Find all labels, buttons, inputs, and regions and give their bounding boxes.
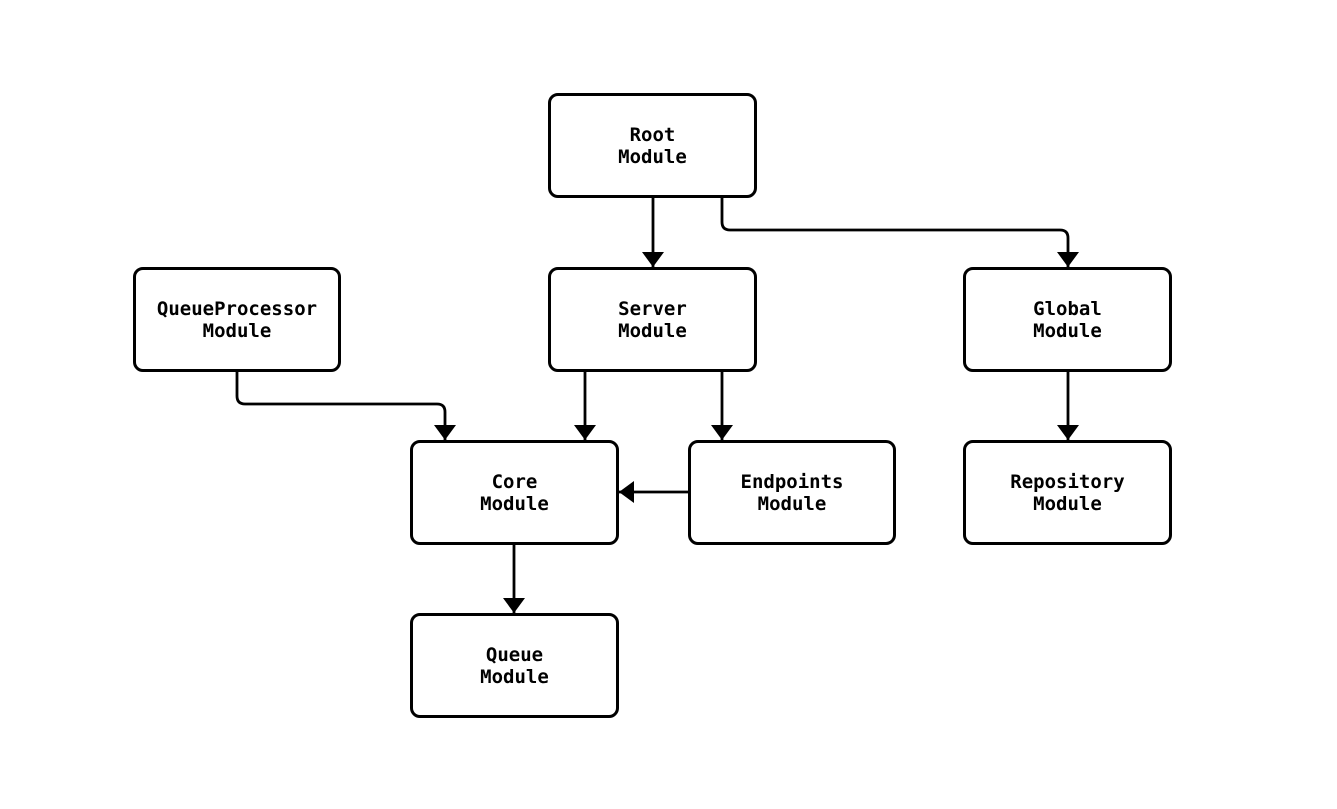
node-label: Module (618, 145, 687, 168)
node-label: Server (618, 297, 687, 320)
node-label: Module (480, 665, 549, 688)
edges-group (235, 198, 1079, 613)
edge-queueprocessor-core (235, 372, 456, 440)
node-label: Module (1033, 492, 1102, 515)
node-label: Core (491, 470, 538, 493)
node-label: QueueProcessor (156, 297, 318, 320)
node-label: Repository (1010, 470, 1125, 493)
node-label: Module (618, 319, 687, 342)
node-label: Module (757, 492, 827, 515)
node-label: Queue (485, 643, 544, 666)
node-label: Module (202, 319, 272, 342)
node-label: Module (480, 492, 549, 515)
node-label: Global (1033, 297, 1102, 320)
node-label: Endpoints (740, 470, 844, 493)
edge-root-global (720, 198, 1079, 267)
node-label: Module (1033, 319, 1102, 342)
node-label: Root (629, 123, 676, 146)
